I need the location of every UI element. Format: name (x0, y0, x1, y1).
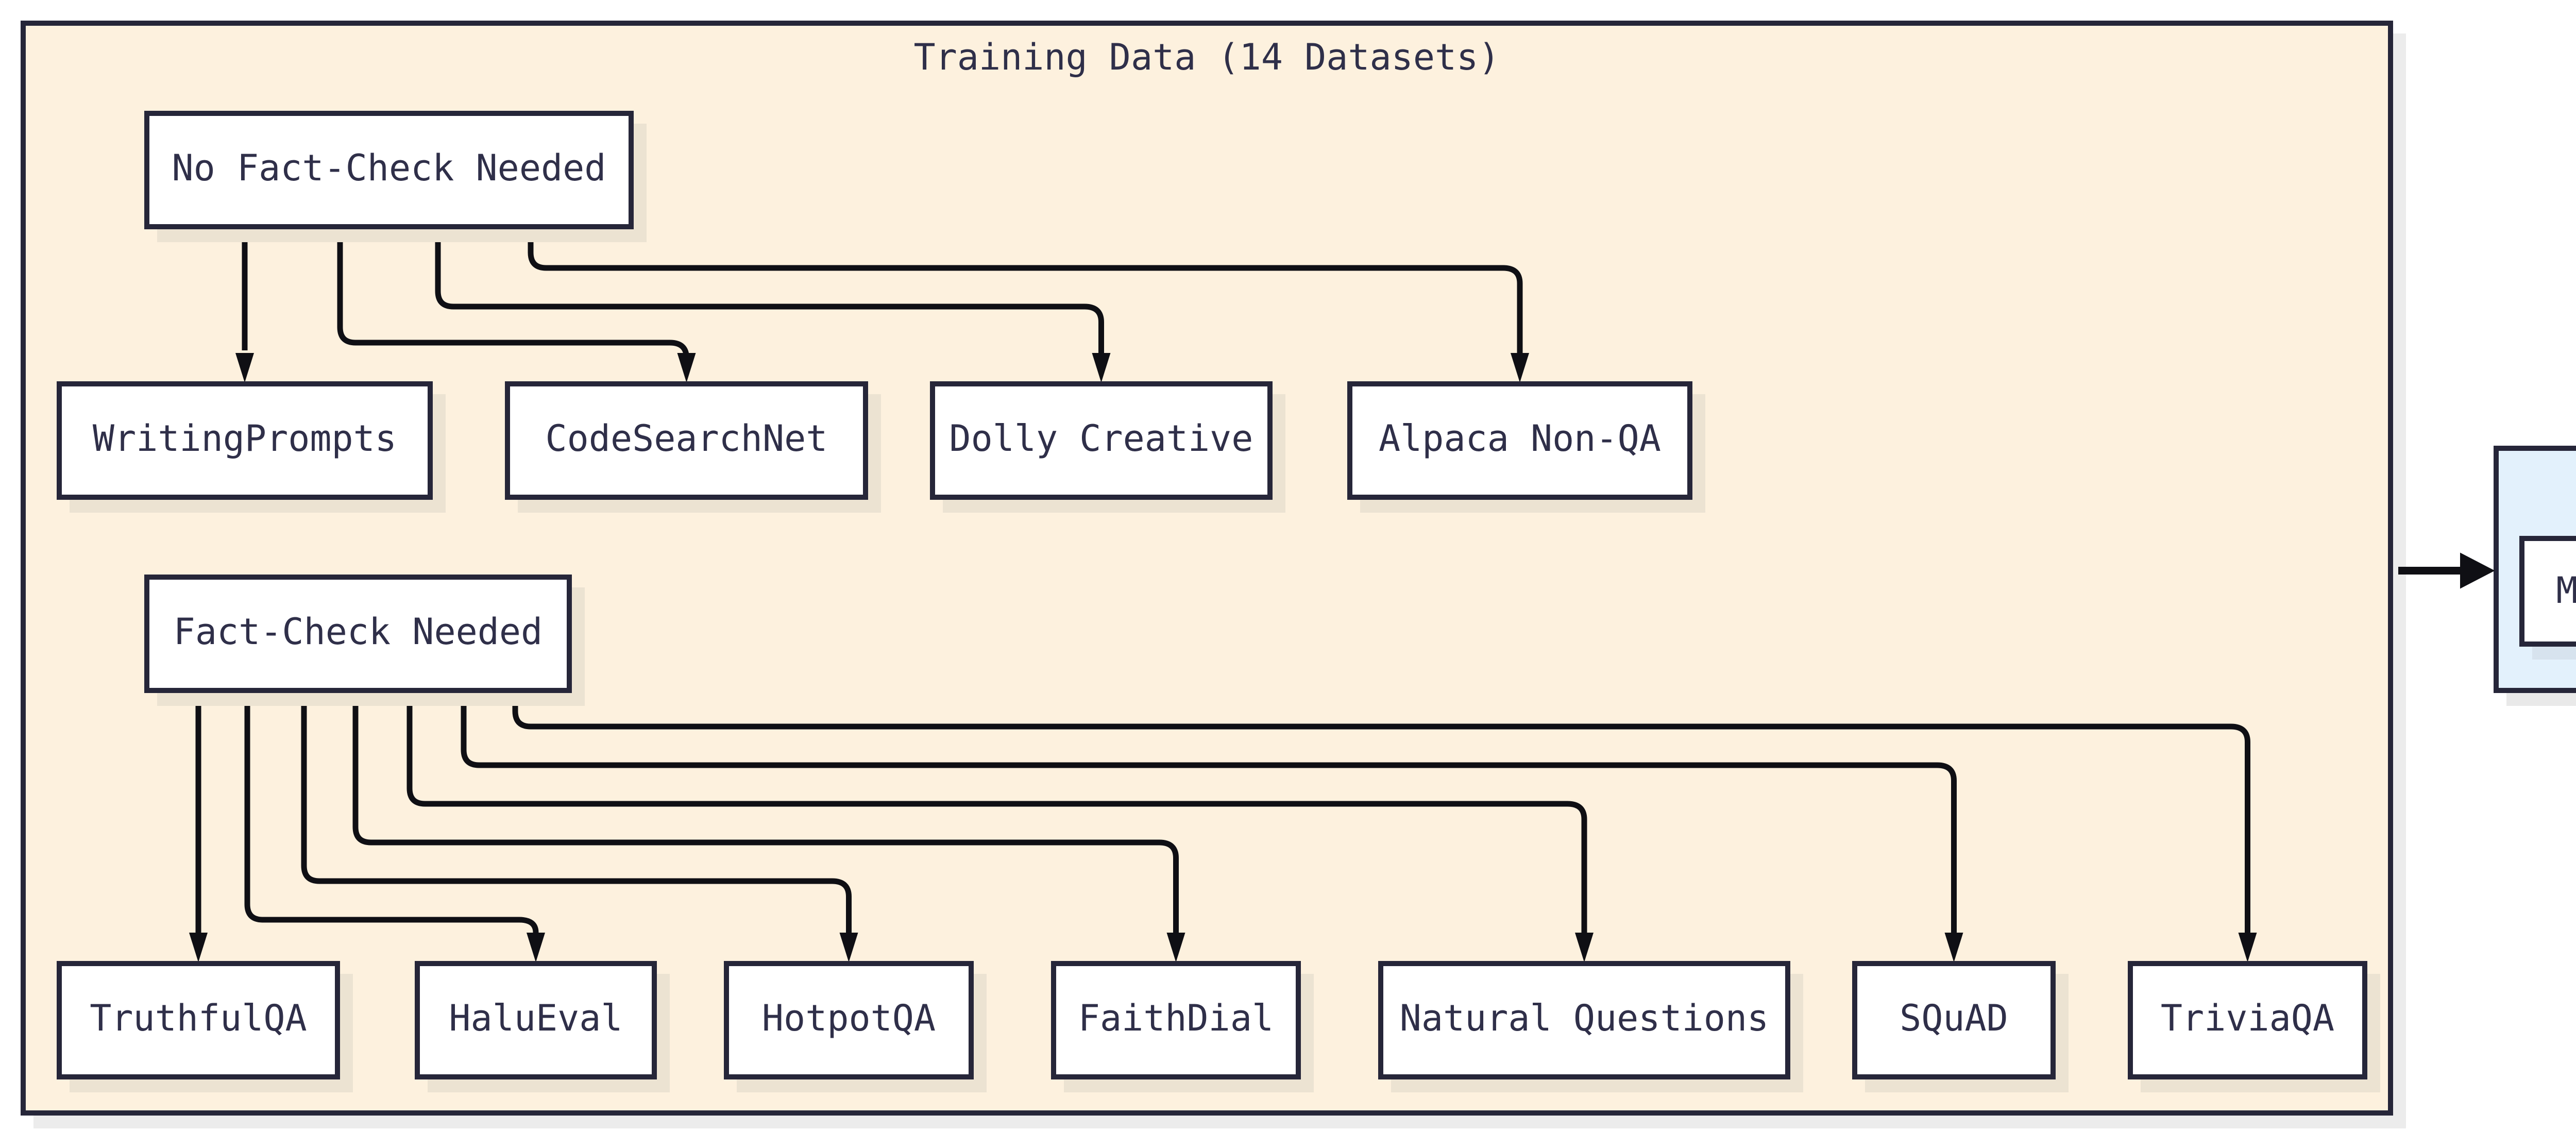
node-halueval: HaluEval (415, 961, 657, 1079)
node-faithdial-label: FaithDial (1078, 1000, 1274, 1041)
node-dolly-creative-label: Dolly Creative (949, 420, 1253, 461)
node-triviaqa-label: TriviaQA (2160, 1000, 2335, 1041)
node-faithdial: FaithDial (1051, 961, 1301, 1079)
node-halueval-label: HaluEval (449, 1000, 623, 1041)
node-writingprompts-label: WritingPrompts (92, 420, 397, 461)
node-modernbert-base-label: ModernBERT Base (2556, 570, 2576, 612)
node-fact-check: Fact-Check Needed (144, 575, 572, 693)
node-fact-check-label: Fact-Check Needed (173, 613, 543, 654)
node-no-fact-check-label: No Fact-Check Needed (172, 149, 606, 191)
node-dolly-creative: Dolly Creative (930, 381, 1273, 500)
node-truthfulqa-label: TruthfulQA (90, 1000, 307, 1041)
node-writingprompts: WritingPrompts (57, 381, 433, 500)
node-codesearchnet-label: CodeSearchNet (545, 420, 828, 461)
node-squad-label: SQuAD (1900, 1000, 2008, 1041)
node-codesearchnet: CodeSearchNet (505, 381, 868, 500)
node-hotpotqa-label: HotpotQA (761, 1000, 936, 1041)
node-truthfulqa: TruthfulQA (57, 961, 340, 1079)
halugate-sentinel-cluster-title: HaluGate Sentinel (2499, 459, 2576, 510)
training-data-cluster-title: Training Data (14 Datasets) (913, 39, 1500, 80)
node-alpaca-non-qa: Alpaca Non-QA (1347, 381, 1692, 500)
node-triviaqa: TriviaQA (2128, 961, 2367, 1079)
node-modernbert-base: ModernBERT Base (2519, 536, 2576, 647)
node-hotpotqa: HotpotQA (724, 961, 974, 1079)
node-natural-questions-label: Natural Questions (1399, 1000, 1769, 1041)
node-natural-questions: Natural Questions (1378, 961, 1790, 1079)
node-no-fact-check: No Fact-Check Needed (144, 111, 634, 229)
node-alpaca-non-qa-label: Alpaca Non-QA (1379, 420, 1661, 461)
edge-trainingdata-halugate (2398, 552, 2495, 589)
node-squad: SQuAD (1852, 961, 2056, 1079)
